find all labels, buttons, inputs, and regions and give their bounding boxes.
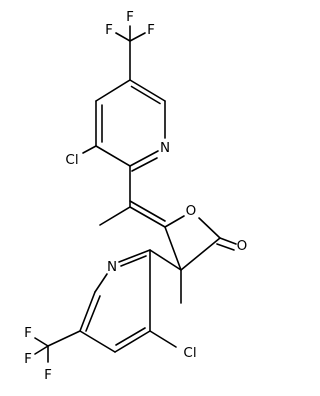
bond-bot-ring-c2-n bbox=[118, 249, 151, 263]
bond-carbonyl-a bbox=[219, 237, 237, 245]
bond-cf3-top-f3 bbox=[129, 32, 146, 42]
bond-top-ring-n-c2-inner bbox=[131, 157, 158, 172]
atom-f-bottom-lower: F bbox=[44, 367, 52, 383]
atom-n-top: N bbox=[160, 140, 170, 156]
bond-bot-ring-c4-c3-inner bbox=[115, 327, 146, 346]
bond-lactone-c2-c3 bbox=[180, 237, 221, 271]
bond-cf3-bot-ring bbox=[47, 330, 81, 347]
bond-carbonyl-b bbox=[216, 243, 235, 251]
atom-f-top-center: F bbox=[126, 9, 134, 25]
bond-lactone-c4-o bbox=[164, 215, 185, 228]
atom-n-bottom: N bbox=[107, 259, 117, 275]
bond-top-ring-n-c2 bbox=[129, 150, 159, 167]
bond-exocyclic-double-a bbox=[129, 206, 166, 228]
atom-f-bottom-upper: F bbox=[24, 325, 32, 341]
bond-bot-ring-c6-c5-inner bbox=[85, 295, 101, 332]
bond-bot-ring-c4-c3 bbox=[114, 330, 151, 353]
bond-cf3-bot-f3 bbox=[34, 345, 49, 355]
bond-bot-ring-c6-c5 bbox=[79, 291, 96, 332]
structure-canvas: F F F Cl N O O N Cl F F F bbox=[24, 9, 248, 383]
bond-cf3-top-f1 bbox=[115, 32, 131, 42]
bond-cf3-bot-f1 bbox=[34, 337, 49, 347]
chemical-structure: F F F Cl N O O N Cl F F F bbox=[24, 9, 248, 383]
bond-lactone-c3-c4 bbox=[164, 226, 182, 271]
bond-vinyl-methyl bbox=[99, 206, 131, 226]
bond-top-ring-c4-c5 bbox=[95, 79, 131, 102]
bond-exocyclic-double-b bbox=[129, 200, 166, 222]
atom-f-bottom-left: F bbox=[24, 351, 32, 367]
atom-f-top-left: F bbox=[105, 22, 113, 38]
bond-lactone-bottom-ring bbox=[149, 249, 182, 271]
bond-bot-ring-c5-c4 bbox=[79, 330, 116, 353]
atom-o-ring: O bbox=[186, 203, 197, 219]
atom-cl-top: Cl bbox=[65, 152, 78, 168]
bond-bot-ring-n-c6 bbox=[94, 273, 108, 293]
bond-top-ring-c5-c6 bbox=[129, 79, 166, 102]
bond-bot-ring-c2-n-inner bbox=[120, 255, 147, 267]
bond-top-ring-cl bbox=[82, 145, 97, 154]
bond-top-ring-c5-c6-inner bbox=[130, 85, 161, 105]
atom-cl-bottom: Cl bbox=[183, 345, 196, 361]
bond-bot-ring-cl bbox=[149, 330, 177, 348]
atom-f-top-right: F bbox=[147, 22, 155, 38]
bond-top-ring-c2-c3 bbox=[95, 145, 131, 167]
atom-o-carbonyl: O bbox=[237, 238, 248, 254]
bond-lactone-o-c2 bbox=[198, 217, 221, 239]
